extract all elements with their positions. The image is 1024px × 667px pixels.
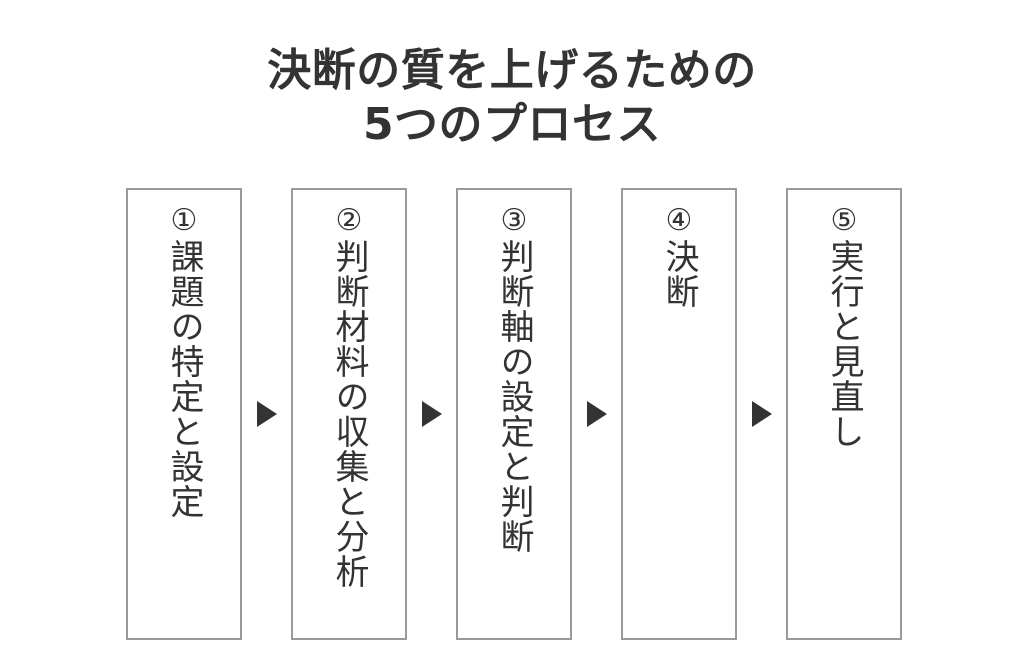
step-label-1: 課題の特定と設定 xyxy=(164,239,205,519)
page-title: 決断の質を上げるための 5つのプロセス xyxy=(0,44,1024,151)
arrow-right-icon xyxy=(586,401,607,427)
title-line-2: 5つのプロセス xyxy=(362,98,662,150)
arrow-right-icon xyxy=(751,401,772,427)
flow-arrow-1 xyxy=(242,188,291,640)
step-number-4: ④ xyxy=(665,203,693,238)
step-label-4: 決断 xyxy=(659,239,700,309)
step-number-2: ② xyxy=(335,203,363,238)
step-number-5: ⑤ xyxy=(830,203,858,238)
step-number-1: ① xyxy=(170,203,198,238)
flow-arrow-3 xyxy=(572,188,621,640)
step-label-5: 実行と見直し xyxy=(824,239,865,449)
arrow-right-icon xyxy=(256,401,277,427)
process-step-5[interactable]: ⑤ 実行と見直し xyxy=(786,188,902,640)
arrow-right-icon xyxy=(421,401,442,427)
process-step-4[interactable]: ④ 決断 xyxy=(621,188,737,640)
flow-arrow-4 xyxy=(737,188,786,640)
step-label-3: 判断軸の設定と判断 xyxy=(494,239,535,554)
flow-arrow-2 xyxy=(407,188,456,640)
process-step-3[interactable]: ③ 判断軸の設定と判断 xyxy=(456,188,572,640)
step-label-2: 判断材料の収集と分析 xyxy=(329,239,370,589)
process-step-1[interactable]: ① 課題の特定と設定 xyxy=(126,188,242,640)
title-line-1: 決断の質を上げるための xyxy=(267,45,757,96)
process-step-2[interactable]: ② 判断材料の収集と分析 xyxy=(291,188,407,640)
process-flow: ① 課題の特定と設定 ② 判断材料の収集と分析 ③ 判断軸の設定と判断 ④ 決断 xyxy=(126,188,902,640)
step-number-3: ③ xyxy=(500,203,528,238)
